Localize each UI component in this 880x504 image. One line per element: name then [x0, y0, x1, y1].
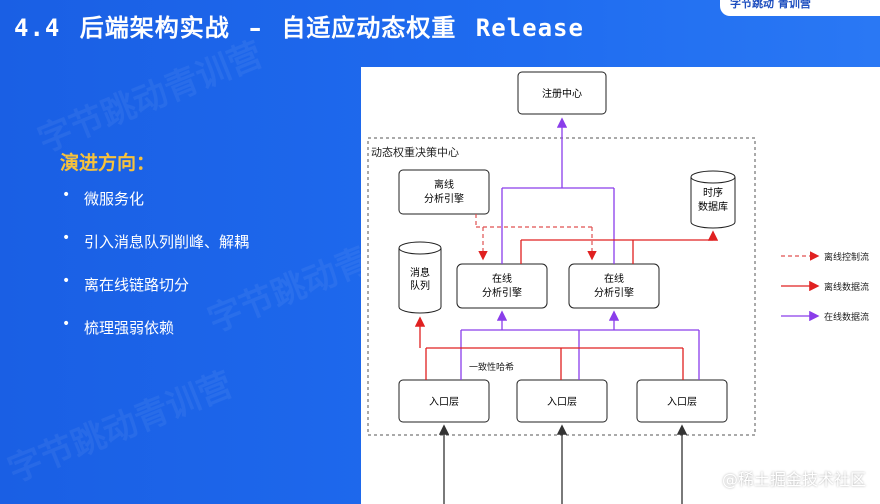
queue-label: 队列	[410, 279, 430, 292]
title-dash: –	[249, 14, 263, 42]
entry-label: 入口层	[547, 396, 577, 408]
offline-engine-label: 离线	[434, 178, 454, 191]
legend-label: 离线数据流	[824, 281, 869, 293]
entry-box	[516, 379, 608, 423]
bullet-list: 微服务化 引入消息队列削峰、解耦 离在线链路切分 梳理强弱依赖	[62, 187, 249, 360]
entry-box	[636, 379, 728, 423]
brand-logo-text: 字节跳动 青训营	[730, 0, 811, 10]
bullet-item: 引入消息队列削峰、解耦	[62, 230, 249, 274]
offline-engine-box	[398, 169, 490, 215]
source-credit: @稀土掘金技术社区	[721, 470, 866, 489]
tsdb-cylinder	[690, 170, 736, 229]
queue-label: 消息	[410, 266, 430, 279]
online-data-flow	[460, 310, 700, 380]
title-number: 4.4	[14, 14, 61, 42]
brand-logo: 字节跳动 青训营	[720, 0, 880, 16]
bullet-item: 离在线链路切分	[62, 273, 249, 317]
architecture-diagram: 动态权重决策中心 注册中心 离线 分析引擎 时序 数据库 消息 队列 在线 分析…	[361, 67, 880, 504]
slide-title: 4.4 后端架构实战 – 自适应动态权重 Release	[14, 8, 584, 43]
online-to-registry-flow	[501, 117, 615, 264]
online-engine-label: 分析引擎	[594, 286, 634, 299]
title-subtitle: 自适应动态权重	[281, 14, 457, 42]
online-engine-box	[456, 263, 548, 309]
section-heading: 演进方向：	[60, 152, 156, 174]
title-release: Release	[475, 14, 584, 42]
tsdb-label: 数据库	[698, 200, 728, 213]
online-engine-label: 分析引擎	[482, 286, 522, 299]
tsdb-label: 时序	[703, 186, 723, 199]
entry-box	[398, 379, 490, 423]
offline-engine-label: 分析引擎	[424, 192, 464, 205]
hash-label: 一致性哈希	[469, 361, 514, 373]
decision-center-label: 动态权重决策中心	[371, 145, 459, 159]
entry-label: 入口层	[667, 396, 697, 408]
offline-control-flow	[475, 214, 597, 261]
registry-box	[517, 71, 607, 115]
diagram-svg: 动态权重决策中心 注册中心 离线 分析引擎 时序 数据库 消息 队列 在线 分析…	[367, 71, 869, 504]
legend-label: 在线数据流	[824, 311, 869, 323]
title-main: 后端架构实战	[79, 14, 230, 42]
registry-label: 注册中心	[542, 87, 582, 100]
offline-data-flow	[414, 316, 684, 380]
online-to-tsdb-flow	[520, 230, 719, 264]
queue-cylinder	[398, 241, 442, 314]
bullet-item: 微服务化	[62, 187, 249, 231]
legend-label: 离线控制流	[824, 251, 869, 263]
online-engine-label: 在线	[492, 272, 512, 285]
online-engine-box	[568, 263, 660, 309]
bullet-item: 梳理强弱依赖	[62, 316, 249, 360]
entry-label: 入口层	[429, 396, 459, 408]
online-engine-label: 在线	[604, 272, 624, 285]
